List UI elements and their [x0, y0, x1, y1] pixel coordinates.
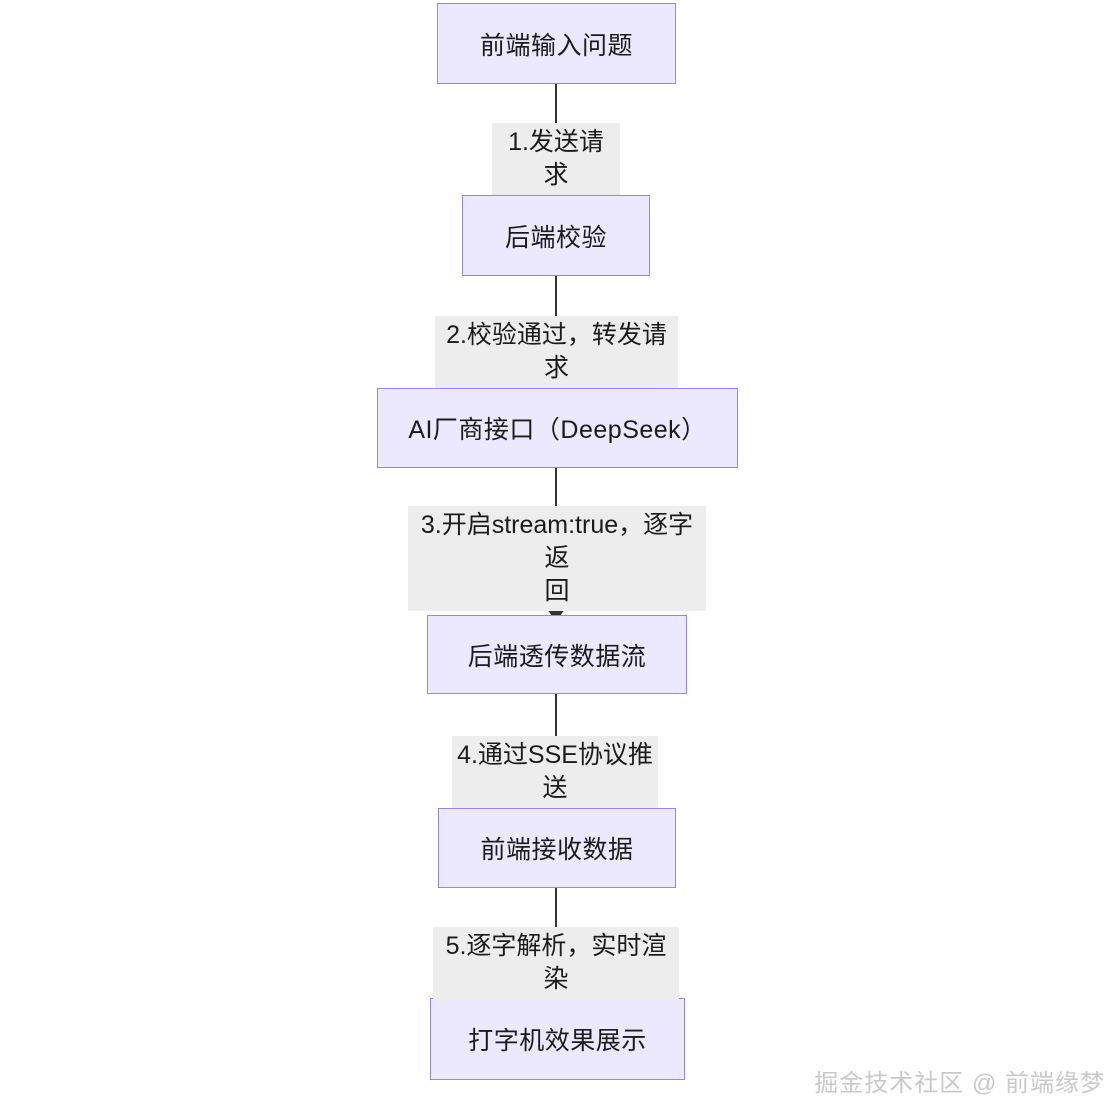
node-ai-vendor-api[interactable]: AI厂商接口（DeepSeek） [377, 388, 738, 468]
edge-label-send-request: 1.发送请求 [492, 123, 620, 195]
node-label: 后端校验 [504, 223, 607, 252]
node-label: 前端接收数据 [480, 836, 634, 864]
node-typewriter-effect-display[interactable]: 打字机效果展示 [430, 998, 685, 1080]
watermark-text: 掘金技术社区 @ 前端缘梦 [814, 1070, 1105, 1097]
node-frontend-input-question[interactable]: 前端输入问题 [437, 3, 676, 84]
edge-label-validation-passed-forward-request: 2.校验通过，转发请求 [435, 316, 678, 388]
node-backend-stream-passthrough[interactable]: 后端透传数据流 [427, 615, 687, 694]
node-frontend-receive-data[interactable]: 前端接收数据 [438, 808, 676, 888]
node-label: 打字机效果展示 [468, 1027, 647, 1055]
edge-label-enable-stream-true: 3.开启stream:true，逐字返 回 [408, 506, 706, 611]
edge-label-push-via-sse: 4.通过SSE协议推送 [452, 736, 658, 808]
node-backend-validation[interactable]: 后端校验 [462, 195, 650, 276]
edge-label-parse-and-render: 5.逐字解析，实时渲染 [433, 927, 679, 999]
node-label: 后端透传数据流 [467, 642, 647, 671]
node-label: AI厂商接口（DeepSeek） [408, 416, 707, 444]
node-label: 前端输入问题 [479, 31, 633, 60]
